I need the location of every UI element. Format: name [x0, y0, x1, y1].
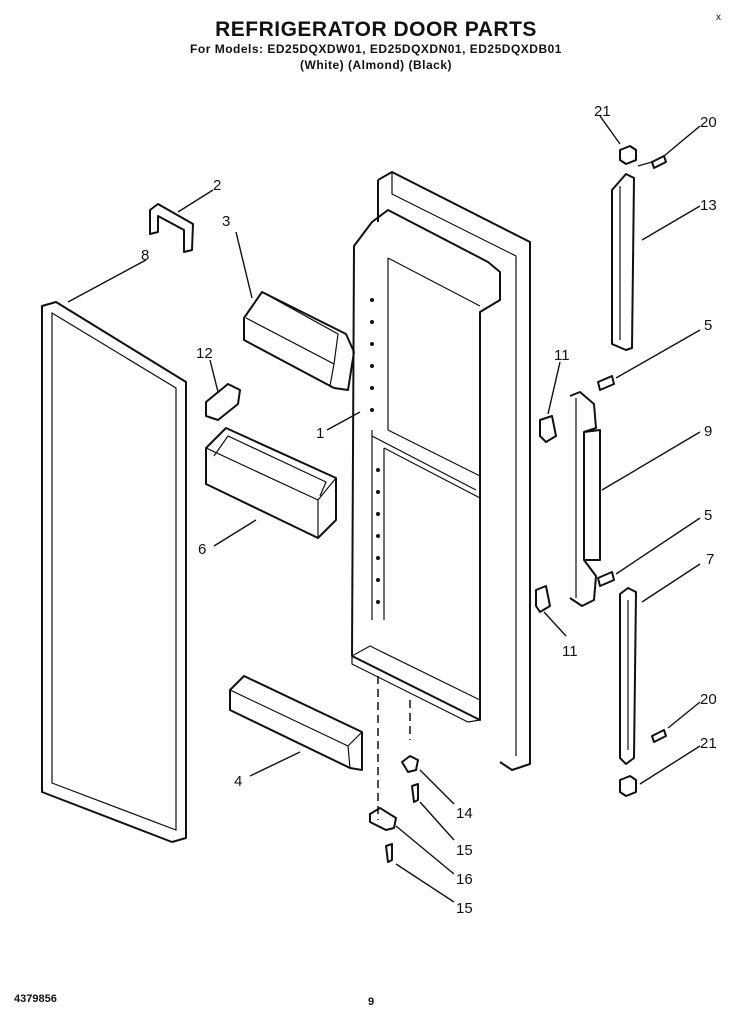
callout-9: 9 — [704, 423, 712, 440]
callout-15-upper: 15 — [456, 842, 473, 859]
callout-5-lower: 5 — [704, 507, 712, 524]
document-number: 4379856 — [14, 993, 57, 1005]
callout-4: 4 — [234, 773, 242, 790]
trim-clip-bottom — [619, 775, 637, 797]
door-bin — [205, 427, 337, 539]
callout-2: 2 — [213, 177, 221, 194]
callout-11-upper: 11 — [554, 347, 570, 364]
screw-top — [637, 155, 667, 169]
handle-screw-upper — [597, 375, 615, 391]
door-gasket — [41, 301, 187, 843]
callout-1: 1 — [316, 425, 324, 442]
leader-lines — [67, 115, 701, 903]
callout-7: 7 — [706, 551, 714, 568]
callout-8: 8 — [141, 247, 149, 264]
callout-13: 13 — [700, 197, 717, 214]
trim-clip-top — [619, 145, 637, 165]
door-handle — [569, 391, 601, 607]
colors-line: (White) (Almond) (Black) — [300, 58, 452, 72]
door-holes — [370, 298, 380, 604]
page-number: 9 — [368, 996, 375, 1008]
shelf-bar — [229, 675, 363, 771]
callout-11-lower: 11 — [562, 643, 578, 660]
bottom-trim-strip — [619, 587, 637, 765]
callout-20-bottom: 20 — [700, 691, 717, 708]
screw-bottom — [651, 729, 667, 743]
callout-3: 3 — [222, 213, 230, 230]
callout-labels: 2 3 8 12 1 6 4 21 20 13 5 11 9 5 7 11 20… — [141, 103, 717, 917]
dairy-door — [243, 291, 355, 391]
hinge-bushing — [401, 755, 419, 773]
bracket-part — [149, 203, 194, 253]
door-assembly — [351, 171, 531, 771]
callout-21-bottom: 21 — [700, 735, 717, 752]
callout-14: 14 — [456, 805, 473, 822]
hinge-screw-lower — [385, 843, 393, 863]
page-title: REFRIGERATOR DOOR PARTS — [215, 18, 537, 41]
top-trim-strip — [611, 173, 635, 351]
models-line: For Models: ED25DQXDW01, ED25DQXDN01, ED… — [190, 42, 562, 56]
callout-6: 6 — [198, 541, 206, 558]
handle-screw-lower — [597, 571, 615, 587]
callout-21-top: 21 — [594, 103, 611, 120]
callout-20-top: 20 — [700, 114, 717, 131]
hinge-bracket — [369, 807, 397, 831]
callout-15-lower: 15 — [456, 900, 473, 917]
clip-part — [205, 383, 241, 421]
handle-cap-upper — [539, 415, 557, 443]
callout-16: 16 — [456, 871, 473, 888]
hinge-screw-upper — [411, 783, 419, 803]
callout-12: 12 — [196, 345, 213, 362]
handle-cap-lower — [535, 585, 551, 613]
corner-mark: x — [716, 12, 721, 23]
callout-5-upper: 5 — [704, 317, 712, 334]
